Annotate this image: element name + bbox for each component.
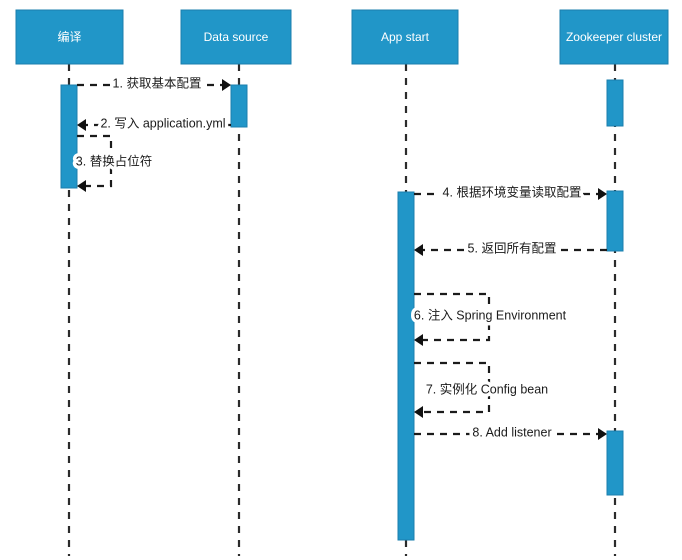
participants-layer: 编译 Data source App start Zookeeper cluster [15,9,669,65]
message-label-6: 6. 注入 Spring Environment [414,307,567,322]
participant-appstart[interactable]: App start [351,9,459,65]
participant-box-zookeeper[interactable] [559,9,669,65]
message-arrow-7 [414,406,423,418]
message-label-halo-1: 1. 获取基本配置 [113,76,202,90]
message-label-2: 2. 写入 application.yml [100,116,225,130]
participant-box-compile[interactable] [15,9,124,65]
activation-bar-zookeeper-3 [606,79,624,127]
message-line-7 [414,361,491,414]
message-label-3: 3. 替换占位符 [76,153,152,168]
activation-bar-zookeeper-5 [606,430,624,496]
message-arrow-3 [77,180,86,192]
message-arrow-8 [598,428,607,440]
participant-box-datasource[interactable] [180,9,292,65]
message-label-halo-2: 2. 写入 application.yml [100,116,225,130]
message-label-halo-7: 7. 实例化 Config bean [426,381,548,396]
message-label-7: 7. 实例化 Config bean [426,381,548,396]
participant-box-appstart[interactable] [351,9,459,65]
participant-label-zookeeper: Zookeeper cluster [566,30,662,44]
message-label-8: 8. Add listener [472,425,551,439]
message-label-halo-6: 6. 注入 Spring Environment [414,307,567,322]
message-label-halo-4: 4. 根据环境变量读取配置 [443,184,582,199]
participant-label-datasource: Data source [204,30,269,44]
participant-label-compile: 编译 [57,29,81,44]
message-label-5: 5. 返回所有配置 [468,241,557,255]
message-arrow-1 [222,79,231,91]
activation-bar-zookeeper-4 [606,190,624,252]
message-line-3 [77,134,113,188]
message-label-4: 4. 根据环境变量读取配置 [443,184,582,199]
activations-layer [60,79,624,541]
message-label-halo-3: 3. 替换占位符 [76,153,152,168]
activation-bar-compile-0 [60,84,78,189]
activation-bar-datasource-1 [230,84,248,128]
participant-datasource[interactable]: Data source [180,9,292,65]
message-label-halo-8: 8. Add listener [472,425,551,439]
participant-zookeeper[interactable]: Zookeeper cluster [559,9,669,65]
message-label-halo-5: 5. 返回所有配置 [468,241,557,255]
message-arrow-6 [414,334,423,346]
message-label-1: 1. 获取基本配置 [113,76,202,90]
message-arrow-4 [598,188,607,200]
message-line-6 [414,292,491,342]
participant-compile[interactable]: 编译 [15,9,124,65]
message-arrow-2 [77,119,86,131]
activation-bar-appstart-2 [397,191,415,541]
participant-label-appstart: App start [381,30,430,44]
message-arrow-5 [414,244,423,256]
